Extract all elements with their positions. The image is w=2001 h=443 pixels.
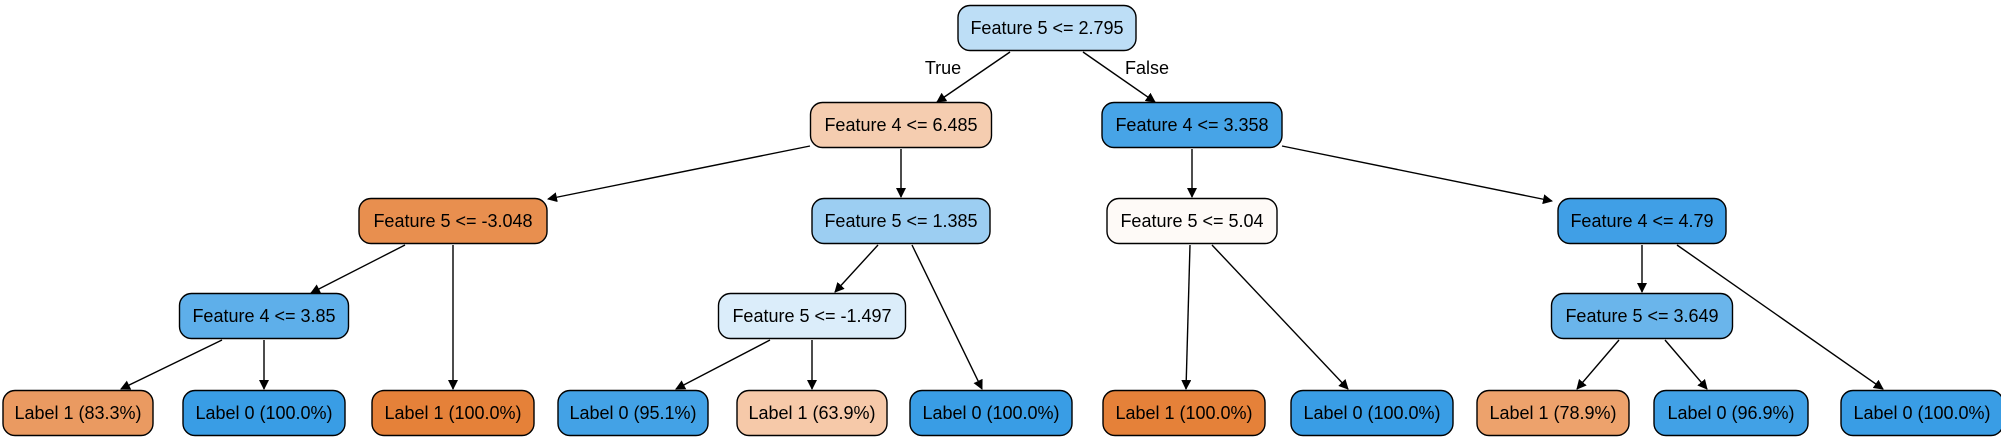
node-box — [1550, 292, 1734, 340]
tree-node-n9: Feature 5 <= 3.649 — [1550, 292, 1734, 340]
node-label: Feature 5 <= -3.048 — [373, 211, 532, 231]
node-label: Feature 4 <= 4.79 — [1570, 211, 1713, 231]
node-label: Label 1 (83.3%) — [14, 403, 141, 423]
tree-node-n8: Feature 5 <= -1.497 — [717, 292, 907, 340]
tree-node-n2: Feature 4 <= 3.358 — [1101, 101, 1283, 149]
tree-node-n14: Label 1 (63.9%) — [736, 389, 888, 437]
tree-node-n11: Label 0 (100.0%) — [182, 389, 346, 437]
node-box — [736, 389, 888, 437]
node-label: Label 0 (95.1%) — [569, 403, 696, 423]
node-box — [1106, 197, 1278, 245]
tree-node-n10: Label 1 (83.3%) — [2, 389, 154, 437]
node-label: Label 0 (100.0%) — [1853, 403, 1990, 423]
edge-arrow-n4-n15 — [911, 244, 983, 390]
tree-node-n19: Label 0 (96.9%) — [1653, 389, 1809, 437]
edge-arrow-n9-n18 — [1576, 339, 1620, 390]
node-box — [358, 197, 548, 245]
tree-node-n16: Label 1 (100.0%) — [1102, 389, 1266, 437]
edge-arrow-n4-n8 — [834, 244, 879, 293]
node-box — [1476, 389, 1630, 437]
node-label: Feature 5 <= 2.795 — [970, 18, 1123, 38]
edge-arrow-n7-n10 — [120, 339, 223, 390]
node-box — [182, 389, 346, 437]
node-label: Label 0 (100.0%) — [922, 403, 1059, 423]
edge-label-true: True — [925, 58, 961, 78]
node-label: Label 0 (96.9%) — [1667, 403, 1794, 423]
node-label: Feature 5 <= 5.04 — [1120, 211, 1263, 231]
edge-arrow-n5-n16 — [1181, 244, 1192, 390]
edge-arrow-n2-n6 — [1281, 145, 1553, 205]
edge-label-false: False — [1125, 58, 1169, 78]
node-label: Feature 4 <= 3.358 — [1115, 115, 1268, 135]
node-label: Feature 5 <= -1.497 — [732, 306, 891, 326]
node-box — [909, 389, 1073, 437]
node-box — [1840, 389, 2001, 437]
tree-node-n20: Label 0 (100.0%) — [1840, 389, 2001, 437]
node-box — [178, 292, 350, 340]
node-label: Label 1 (100.0%) — [1115, 403, 1252, 423]
node-label: Label 0 (100.0%) — [1303, 403, 1440, 423]
edge-arrow-n0-n2 — [1082, 51, 1156, 103]
node-box — [1102, 389, 1266, 437]
edge-arrow-n5-n17 — [1211, 244, 1349, 390]
node-box — [811, 197, 991, 245]
node-box — [1101, 101, 1283, 149]
edge-arrow-n8-n13 — [675, 339, 771, 390]
node-label: Label 0 (100.0%) — [195, 403, 332, 423]
tree-node-n3: Feature 5 <= -3.048 — [358, 197, 548, 245]
node-box — [809, 101, 993, 149]
node-label: Label 1 (63.9%) — [748, 403, 875, 423]
tree-node-n6: Feature 4 <= 4.79 — [1557, 197, 1727, 245]
node-label: Label 1 (78.9%) — [1489, 403, 1616, 423]
tree-node-n5: Feature 5 <= 5.04 — [1106, 197, 1278, 245]
tree-node-n4: Feature 5 <= 1.385 — [811, 197, 991, 245]
edge-arrow-n0-n1 — [936, 51, 1011, 103]
tree-node-n12: Label 1 (100.0%) — [371, 389, 535, 437]
tree-node-n15: Label 0 (100.0%) — [909, 389, 1073, 437]
node-label: Feature 4 <= 6.485 — [824, 115, 977, 135]
node-box — [1653, 389, 1809, 437]
node-box — [2, 389, 154, 437]
tree-node-n18: Label 1 (78.9%) — [1476, 389, 1630, 437]
node-box — [1557, 197, 1727, 245]
tree-node-n17: Label 0 (100.0%) — [1290, 389, 1454, 437]
edge-arrow-n1-n3 — [547, 145, 811, 203]
node-label: Feature 5 <= 1.385 — [824, 211, 977, 231]
tree-node-n0: Feature 5 <= 2.795 — [957, 4, 1137, 52]
node-box — [557, 389, 709, 437]
edge-arrow-n6-n20 — [1676, 244, 1884, 390]
tree-node-n13: Label 0 (95.1%) — [557, 389, 709, 437]
edge-arrow-n9-n19 — [1664, 339, 1708, 390]
node-box — [371, 389, 535, 437]
tree-node-n1: Feature 4 <= 6.485 — [809, 101, 993, 149]
node-label: Feature 5 <= 3.649 — [1565, 306, 1718, 326]
edge-arrow-n3-n7 — [310, 244, 406, 294]
tree-node-n7: Feature 4 <= 3.85 — [178, 292, 350, 340]
edges-layer: True False — [120, 51, 1884, 390]
node-label: Label 1 (100.0%) — [384, 403, 521, 423]
node-box — [1290, 389, 1454, 437]
node-box — [957, 4, 1137, 52]
node-box — [717, 292, 907, 340]
node-label: Feature 4 <= 3.85 — [192, 306, 335, 326]
